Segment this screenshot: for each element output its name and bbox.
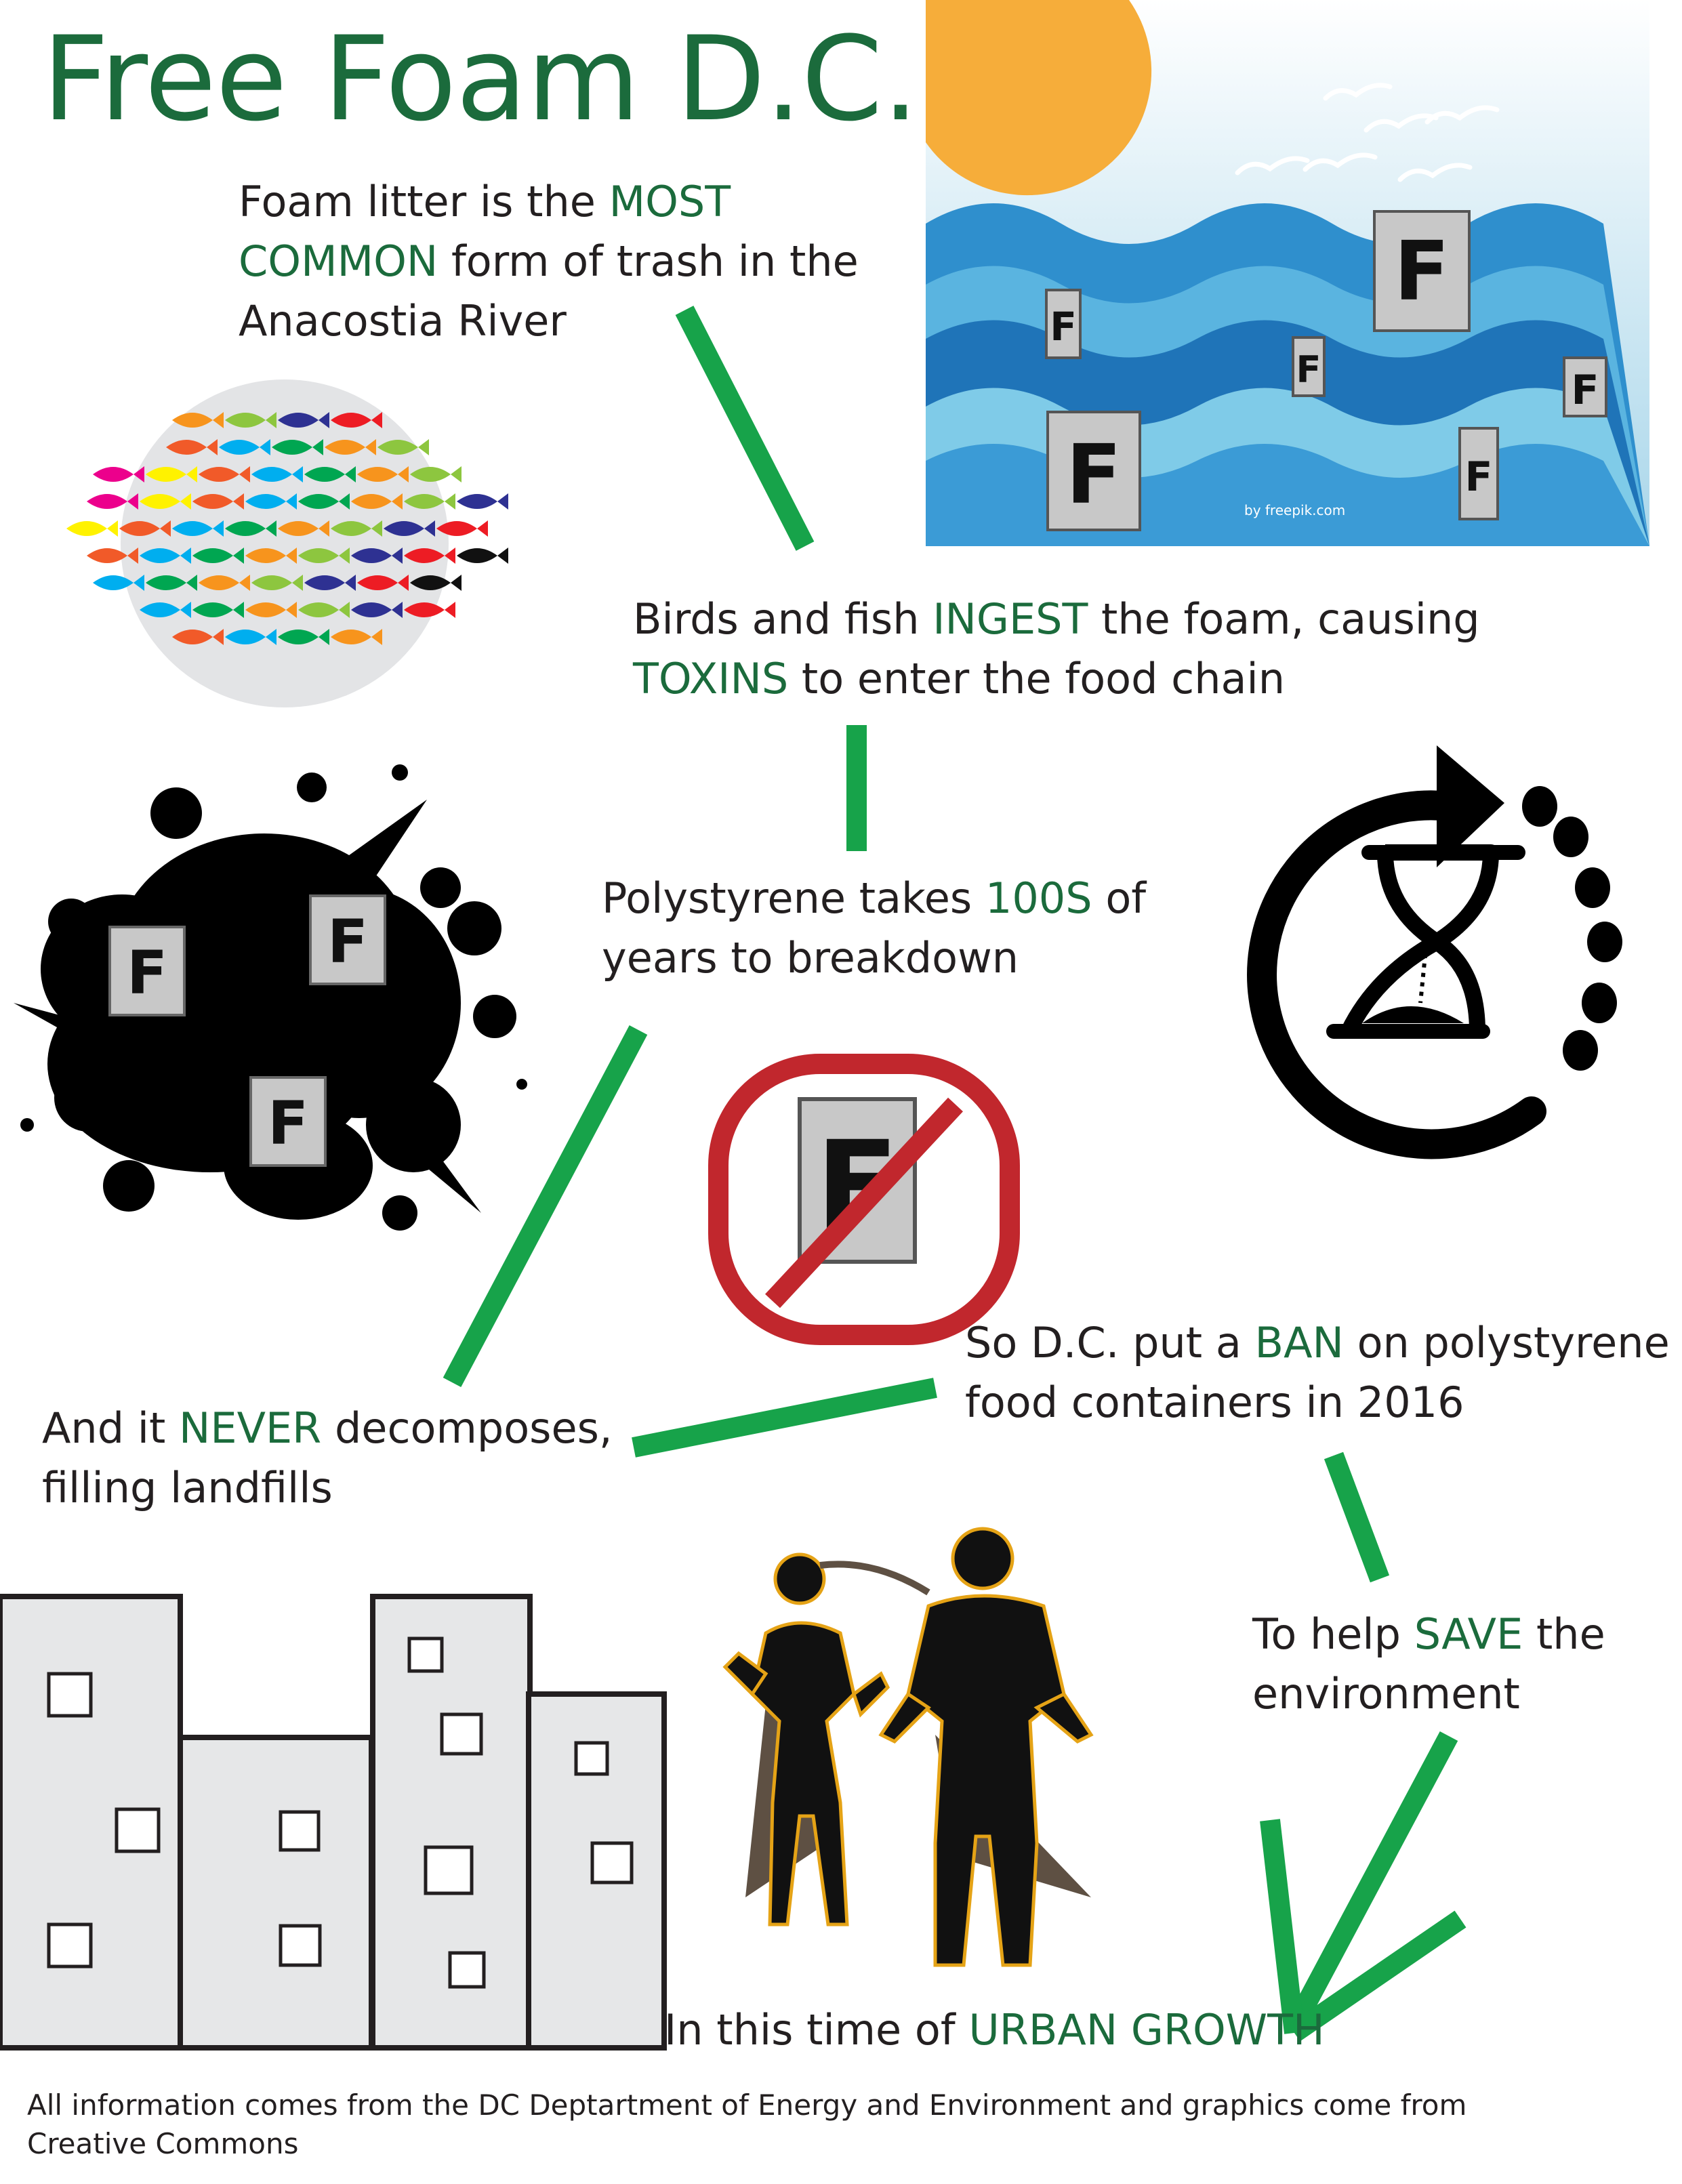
fish <box>404 548 455 564</box>
foam-letter: F <box>1465 453 1493 501</box>
fish <box>119 520 171 537</box>
fish <box>331 629 382 645</box>
sun-icon <box>926 0 1152 196</box>
bird-icon <box>1235 83 1500 182</box>
fish <box>457 493 508 510</box>
fish <box>377 439 429 455</box>
fish <box>304 466 356 482</box>
fish <box>245 602 297 618</box>
fish <box>219 439 270 455</box>
fish <box>140 548 191 564</box>
foam-letter: F <box>1394 225 1450 319</box>
foam-letter: F <box>127 938 167 1008</box>
no-foam-icon: F <box>708 1054 1020 1345</box>
fish <box>140 493 191 510</box>
foam-letter: F <box>1572 367 1599 414</box>
fish <box>172 520 224 537</box>
fish <box>325 439 376 455</box>
fish <box>298 548 350 564</box>
fish <box>410 575 461 591</box>
fish <box>351 548 403 564</box>
ocean-scene: F F F F F F by freepik.com <box>926 0 1649 546</box>
fish <box>87 493 138 510</box>
fish <box>457 548 508 564</box>
fish <box>93 575 144 591</box>
fish <box>331 520 382 537</box>
fish <box>199 575 250 591</box>
fish <box>93 466 144 482</box>
buildings-icon <box>0 1594 667 2051</box>
foam-letter: F <box>1050 304 1077 350</box>
superheroes-icon <box>722 1527 1094 1967</box>
foam-pieces <box>1045 210 1607 531</box>
hourglass-cycle-icon <box>1247 745 1622 1159</box>
page-title: Free Foam D.C. <box>42 11 919 147</box>
fish <box>278 520 329 537</box>
fish <box>172 412 224 428</box>
foam-letter: F <box>1296 348 1321 391</box>
fish <box>146 466 197 482</box>
fact-save: To help SAVE the environment <box>1252 1609 1605 1718</box>
fish <box>351 602 403 618</box>
fact-breakdown: Polystyrene takes 100S of years to break… <box>602 873 1147 983</box>
fish <box>225 520 276 537</box>
fish <box>404 602 455 618</box>
fish <box>199 466 250 482</box>
fact-ingest: Birds and fish INGEST the foam, causing … <box>633 594 1480 703</box>
fish <box>410 466 461 482</box>
watermark: by freepik.com <box>1244 502 1345 518</box>
fish <box>225 629 276 645</box>
fish <box>87 548 138 564</box>
fish <box>272 439 323 455</box>
fish <box>278 412 329 428</box>
fish <box>357 575 409 591</box>
fish <box>192 548 244 564</box>
fish <box>140 602 191 618</box>
fish <box>278 629 329 645</box>
fish <box>245 493 297 510</box>
fish <box>304 575 356 591</box>
fish <box>251 575 303 591</box>
fact-ban: So D.C. put a BAN on polystyrene food co… <box>965 1318 1670 1427</box>
fish <box>146 575 197 591</box>
footer-credits: All information comes from the DC Deptar… <box>27 2088 1467 2160</box>
fish <box>298 602 350 618</box>
fish <box>166 439 218 455</box>
fish <box>225 412 276 428</box>
fish <box>384 520 435 537</box>
foam-letter: F <box>268 1088 308 1158</box>
fish <box>192 493 244 510</box>
fish <box>436 520 488 537</box>
fish-school-icon <box>66 379 508 707</box>
fish <box>245 548 297 564</box>
foam-letter: F <box>1066 428 1122 522</box>
fish <box>331 412 382 428</box>
fish <box>251 466 303 482</box>
fish <box>298 493 350 510</box>
fact-urban-growth: In this time of URBAN GROWTH <box>664 2005 1325 2055</box>
fish <box>404 493 455 510</box>
fish <box>172 629 224 645</box>
fact-never-decomposes: And it NEVER decomposes, filling landfil… <box>42 1403 613 1512</box>
fish <box>66 520 118 537</box>
ink-splat-icon: F F F <box>14 764 527 1231</box>
fish <box>351 493 403 510</box>
fish <box>192 602 244 618</box>
foam-letter: F <box>327 907 368 976</box>
fact-most-common: Foam litter is the MOST COMMON form of t… <box>239 177 859 346</box>
fish <box>357 466 409 482</box>
